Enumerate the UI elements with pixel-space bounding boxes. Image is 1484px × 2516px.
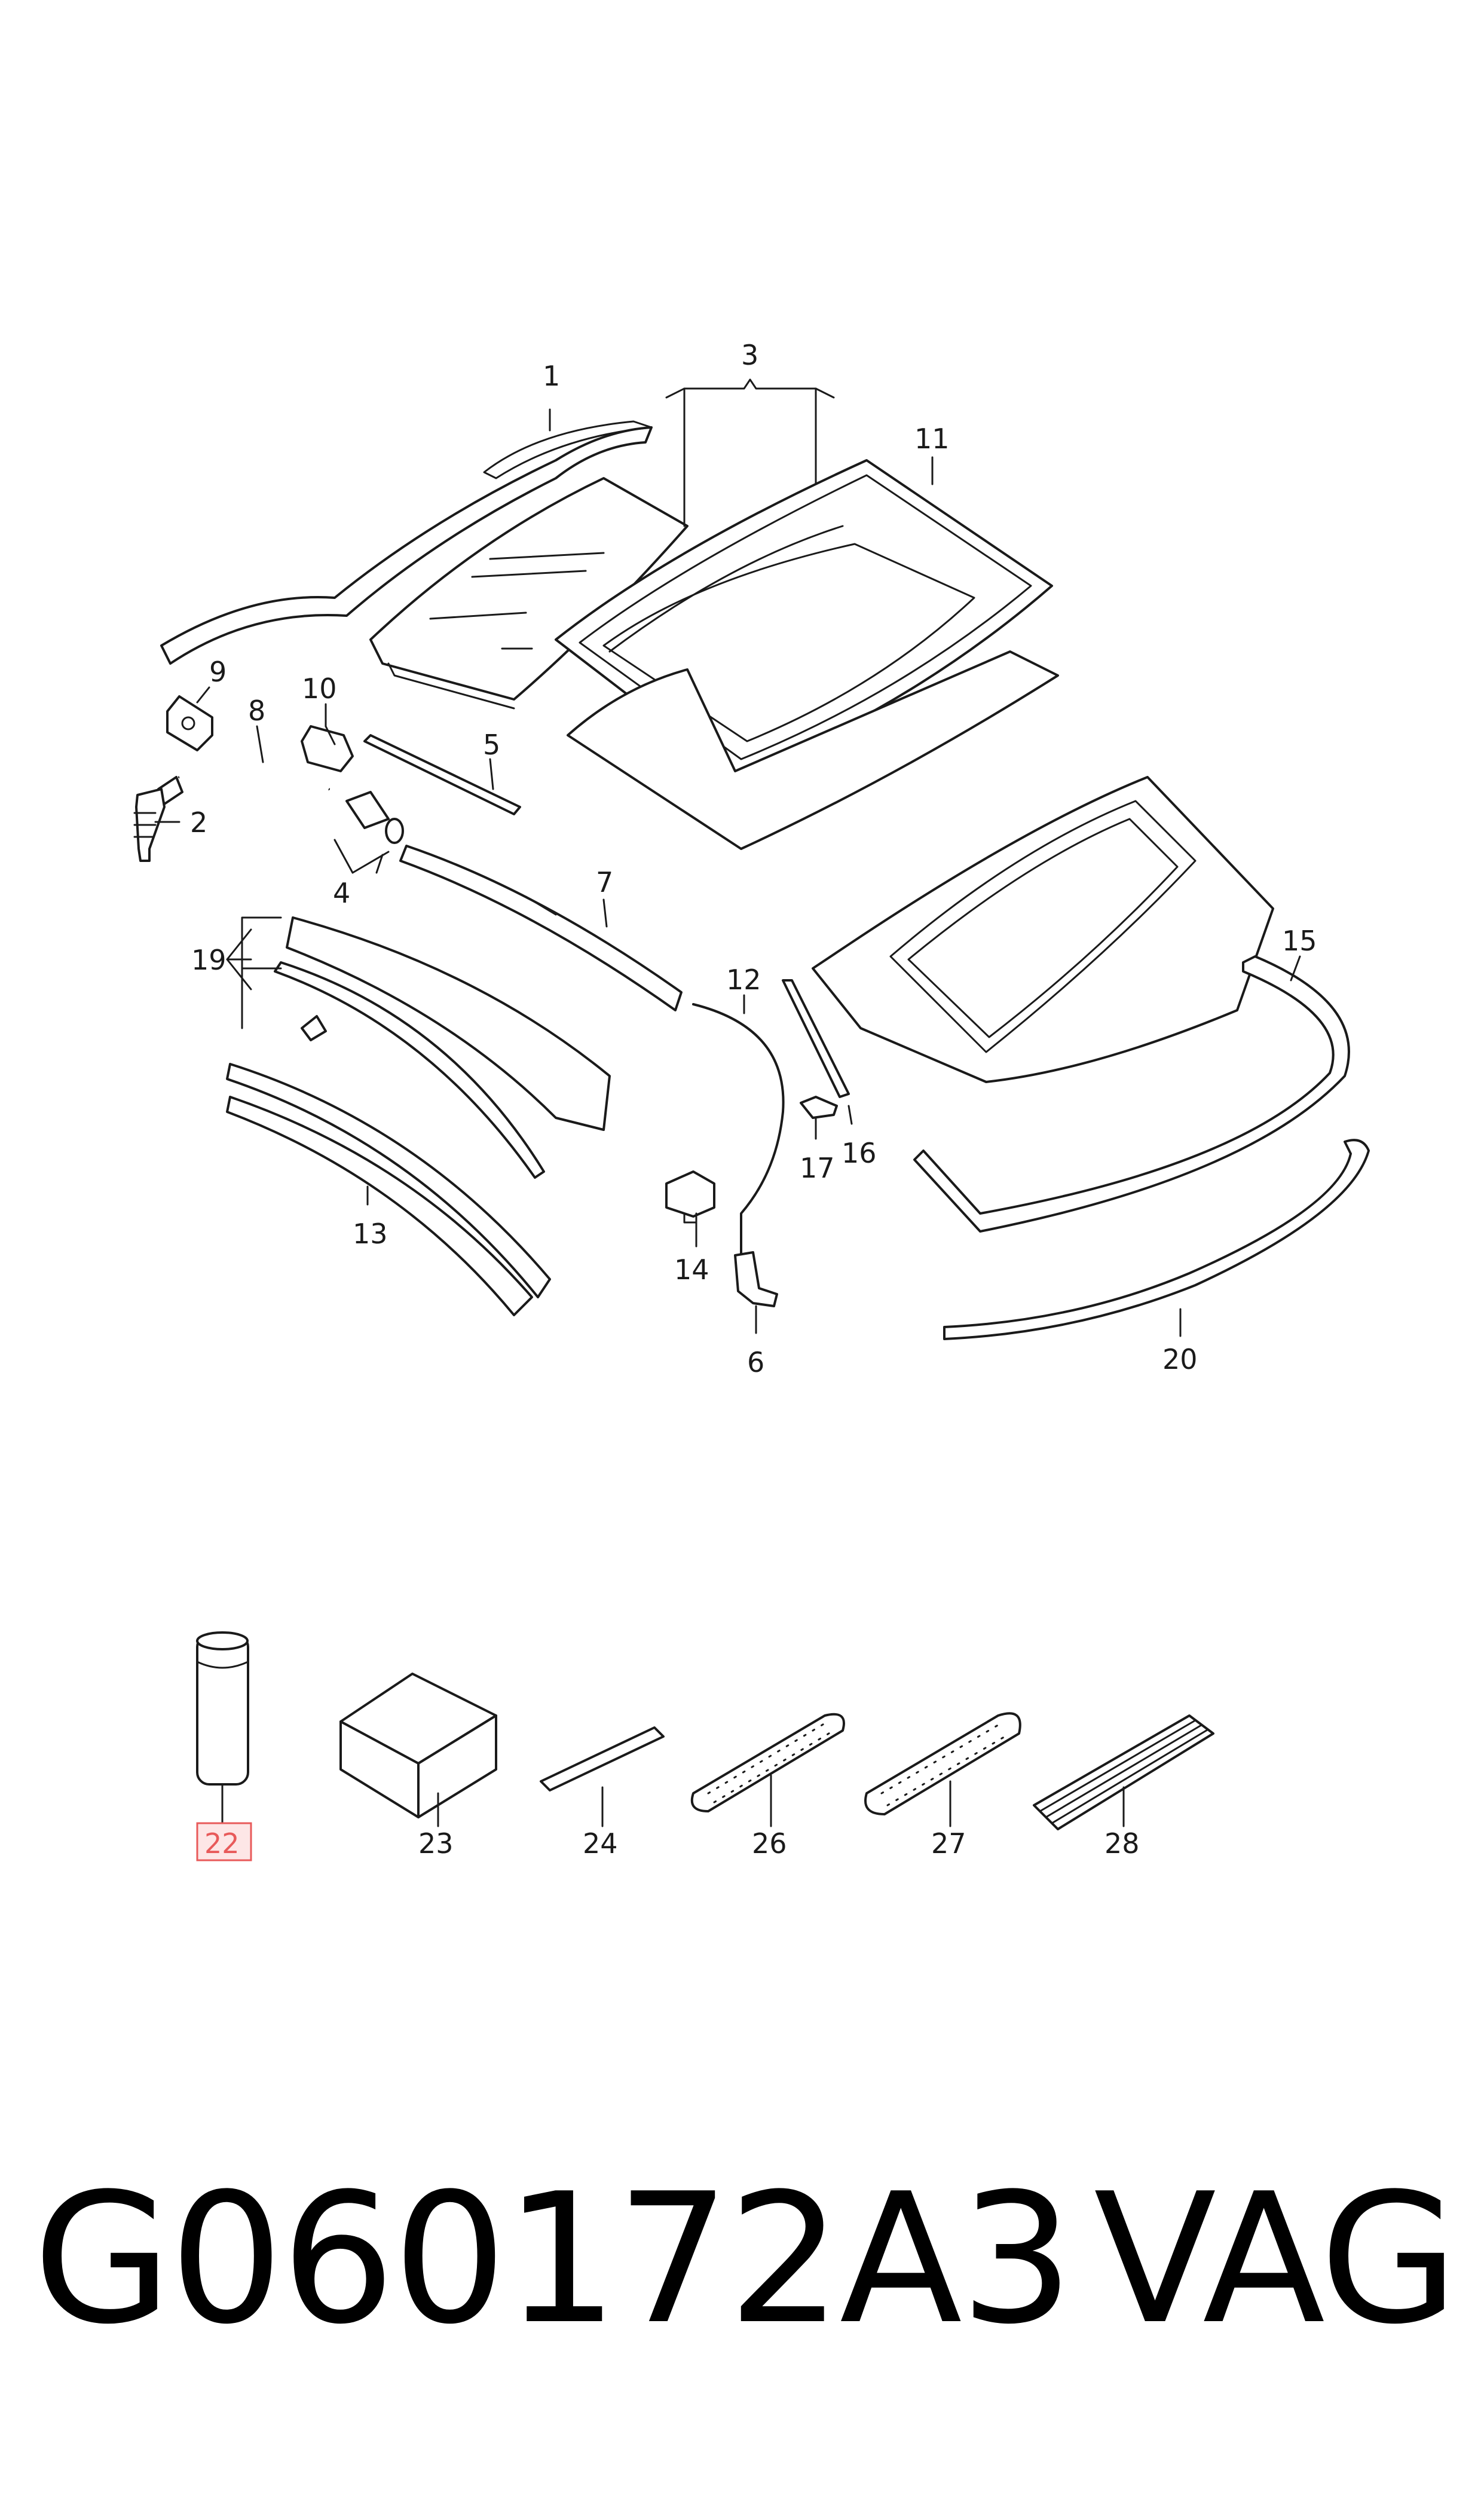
part-rear-window <box>812 776 1274 1083</box>
callout-26: 26 <box>752 1827 787 1860</box>
callout-27: 27 <box>931 1827 966 1860</box>
part-10-clip <box>301 725 354 772</box>
part-15-seal <box>913 955 1350 1233</box>
callout-9: 9 <box>209 656 227 688</box>
part-13-seal <box>226 1063 551 1316</box>
accessory-24-strip <box>540 1726 665 1792</box>
callout-8: 8 <box>248 695 265 727</box>
part-17-screw <box>800 1096 838 1119</box>
callout-1: 1 <box>543 360 560 392</box>
callout-14: 14 <box>674 1254 709 1286</box>
callout-5: 5 <box>483 729 500 761</box>
part-14-bracket <box>665 1170 715 1224</box>
accessory-23-block <box>339 1673 497 1818</box>
callout-2: 2 <box>190 806 207 839</box>
callout-3: 3 <box>741 339 758 371</box>
callout-3-bracket <box>665 378 835 527</box>
callout-11: 11 <box>914 423 950 455</box>
callout-22: 22 <box>204 1827 240 1860</box>
part-19-trim <box>241 916 611 1179</box>
part-1-roof-frame-rail <box>160 420 653 665</box>
footer: G060172A3 VAG <box>0 2146 1484 2385</box>
part-20-seal <box>943 1139 1370 1340</box>
part-number: G060172A3 <box>33 2155 1074 2364</box>
accessory-22-spray-can <box>196 1631 249 1786</box>
accessory-26-foam-roll <box>690 1713 845 1812</box>
callout-19: 19 <box>191 944 227 976</box>
callout-6: 6 <box>747 1346 764 1378</box>
part-8-hose <box>178 765 330 791</box>
callout-4: 4 <box>333 877 350 909</box>
callout-12: 12 <box>726 964 761 996</box>
leader-lines <box>154 408 1301 1827</box>
callout-10: 10 <box>302 672 337 705</box>
part-9-clip <box>166 695 213 751</box>
part-glass-panel <box>369 477 689 710</box>
callout-28: 28 <box>1104 1827 1140 1860</box>
part-lower-glass <box>567 650 1059 850</box>
callout-23: 23 <box>418 1827 454 1860</box>
accessory-28-ribbed-profile <box>1033 1714 1214 1830</box>
part-4-valve <box>345 791 404 844</box>
part-5-strip <box>363 734 521 815</box>
accessory-callout-labels: 22 23 24 26 27 28 <box>196 1822 1140 1861</box>
part-2-drain-connector <box>133 776 183 862</box>
part-7-rail <box>399 845 683 1011</box>
callout-24: 24 <box>583 1827 618 1860</box>
callout-13: 13 <box>353 1218 388 1250</box>
part-16-strip <box>782 979 850 1098</box>
callout-17: 17 <box>800 1152 835 1184</box>
callout-7: 7 <box>596 866 613 898</box>
callout-labels: 1 2 3 4 5 6 7 8 9 10 11 12 13 14 15 16 1… <box>190 339 1317 1378</box>
callout-16: 16 <box>842 1137 877 1169</box>
callout-15: 15 <box>1282 925 1317 957</box>
callout-20: 20 <box>1162 1343 1198 1375</box>
accessory-27-foam-roll <box>864 1712 1021 1815</box>
part-6-elbow <box>734 1251 778 1307</box>
callout-22-highlight <box>196 1822 252 1861</box>
part-12-cable <box>692 1003 785 1268</box>
brand-label: VAG <box>1094 2155 1458 2364</box>
